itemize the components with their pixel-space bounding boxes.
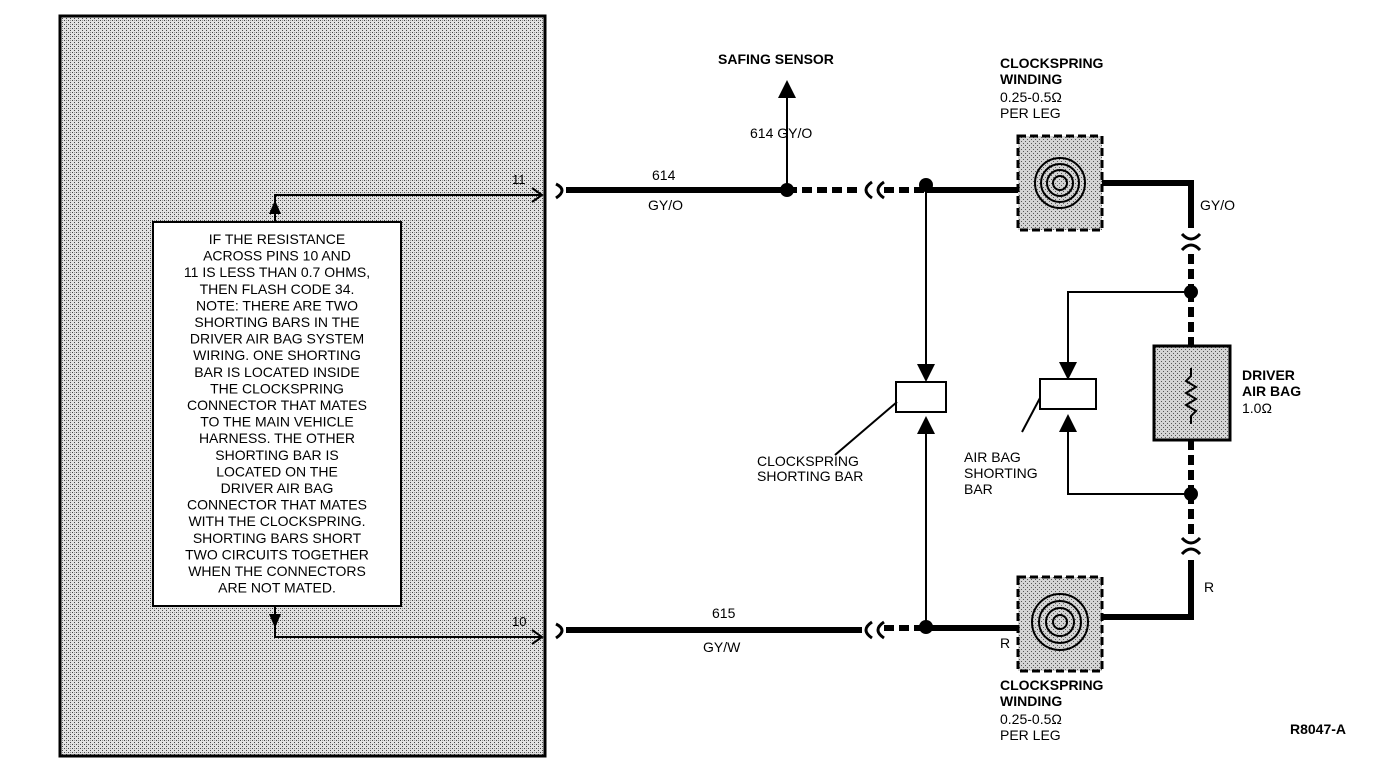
note-line: WIRING. ONE SHORTING bbox=[193, 347, 361, 363]
note-line: HARNESS. THE OTHER bbox=[199, 430, 355, 446]
clockspring-bottom-spec1: 0.25-0.5Ω bbox=[1000, 711, 1062, 727]
note-line: SHORTING BARS IN THE bbox=[194, 314, 359, 330]
wire-615 bbox=[555, 560, 1194, 640]
note-line: NOTE: THERE ARE TWO bbox=[196, 297, 358, 313]
wire-614 bbox=[555, 178, 1194, 228]
wire-lower-left-color: R bbox=[1000, 635, 1010, 651]
airbag-shorting-bar-line1: AIR BAG bbox=[964, 449, 1021, 465]
pin-10-label: 10 bbox=[512, 614, 526, 629]
note-line: SHORTING BARS SHORT bbox=[193, 530, 362, 546]
clockspring-shorting-bar bbox=[834, 185, 947, 627]
clockspring-shorting-bar-line1: CLOCKSPRING bbox=[757, 453, 859, 469]
clockspring-bottom-title1: CLOCKSPRING bbox=[1000, 677, 1104, 693]
wire-615-color: GY/W bbox=[703, 639, 741, 655]
airbag-circuit bbox=[1180, 232, 1202, 556]
driver-airbag bbox=[1152, 344, 1232, 442]
safing-sensor-label: SAFING SENSOR bbox=[718, 51, 834, 67]
pin-11-label: 11 bbox=[512, 172, 526, 187]
note-line: CONNECTOR THAT MATES bbox=[187, 497, 367, 513]
note-line: ACROSS PINS 10 AND bbox=[203, 248, 351, 264]
clockspring-bottom-spec2: PER LEG bbox=[1000, 727, 1061, 743]
note-box bbox=[152, 221, 402, 607]
note-line: TO THE MAIN VEHICLE bbox=[200, 414, 354, 430]
driver-airbag-spec: 1.0Ω bbox=[1242, 400, 1272, 416]
clockspring-top-title1: CLOCKSPRING bbox=[1000, 55, 1104, 71]
airbag-shorting-bar bbox=[1021, 291, 1191, 495]
branch-wire-label: 614 GY/O bbox=[750, 125, 812, 141]
arrow-down-icon bbox=[269, 614, 281, 628]
clockspring-bottom-title2: WINDING bbox=[1000, 693, 1062, 709]
arrow-up-icon bbox=[269, 200, 281, 214]
note-line: THEN FLASH CODE 34. bbox=[200, 281, 355, 297]
airbag-shorting-bar-line2: SHORTING bbox=[964, 465, 1038, 481]
wire-right-top-color: GY/O bbox=[1200, 197, 1235, 213]
clockspring-top-spec2: PER LEG bbox=[1000, 105, 1061, 121]
note-line: SHORTING BAR IS bbox=[215, 447, 338, 463]
figure-id: R8047-A bbox=[1290, 721, 1346, 737]
note-line: DRIVER AIR BAG SYSTEM bbox=[190, 331, 364, 347]
clockspring-top-spec1: 0.25-0.5Ω bbox=[1000, 89, 1062, 105]
note-line: CONNECTOR THAT MATES bbox=[187, 397, 367, 413]
clockspring-winding-bottom bbox=[1016, 575, 1104, 673]
clockspring-winding-top bbox=[1016, 134, 1104, 232]
clockspring-shorting-bar-line2: SHORTING BAR bbox=[757, 468, 863, 484]
wire-614-color: GY/O bbox=[648, 197, 683, 213]
note-line: THE CLOCKSPRING bbox=[210, 380, 344, 396]
note-line: 11 IS LESS THAN 0.7 OHMS, bbox=[184, 264, 370, 280]
note-line: DRIVER AIR BAG bbox=[221, 480, 334, 496]
driver-airbag-title1: DRIVER bbox=[1242, 367, 1295, 383]
note-line: TWO CIRCUITS TOGETHER bbox=[185, 546, 369, 562]
wire-right-bottom-color: R bbox=[1204, 579, 1214, 595]
wire-615-label: 615 bbox=[712, 605, 736, 621]
wire-614-label: 614 bbox=[652, 167, 676, 183]
note-line: ARE NOT MATED. bbox=[218, 580, 336, 596]
driver-airbag-title2: AIR BAG bbox=[1242, 383, 1301, 399]
note-line: WHEN THE CONNECTORS bbox=[188, 563, 366, 579]
note-line: WITH THE CLOCKSPRING. bbox=[188, 513, 365, 529]
note-line: LOCATED ON THE bbox=[216, 463, 338, 479]
airbag-shorting-bar-line3: BAR bbox=[964, 481, 993, 497]
note-line: BAR IS LOCATED INSIDE bbox=[194, 364, 359, 380]
note-line: IF THE RESISTANCE bbox=[209, 231, 345, 247]
arrow-up-icon bbox=[778, 80, 796, 98]
clockspring-top-title2: WINDING bbox=[1000, 71, 1062, 87]
